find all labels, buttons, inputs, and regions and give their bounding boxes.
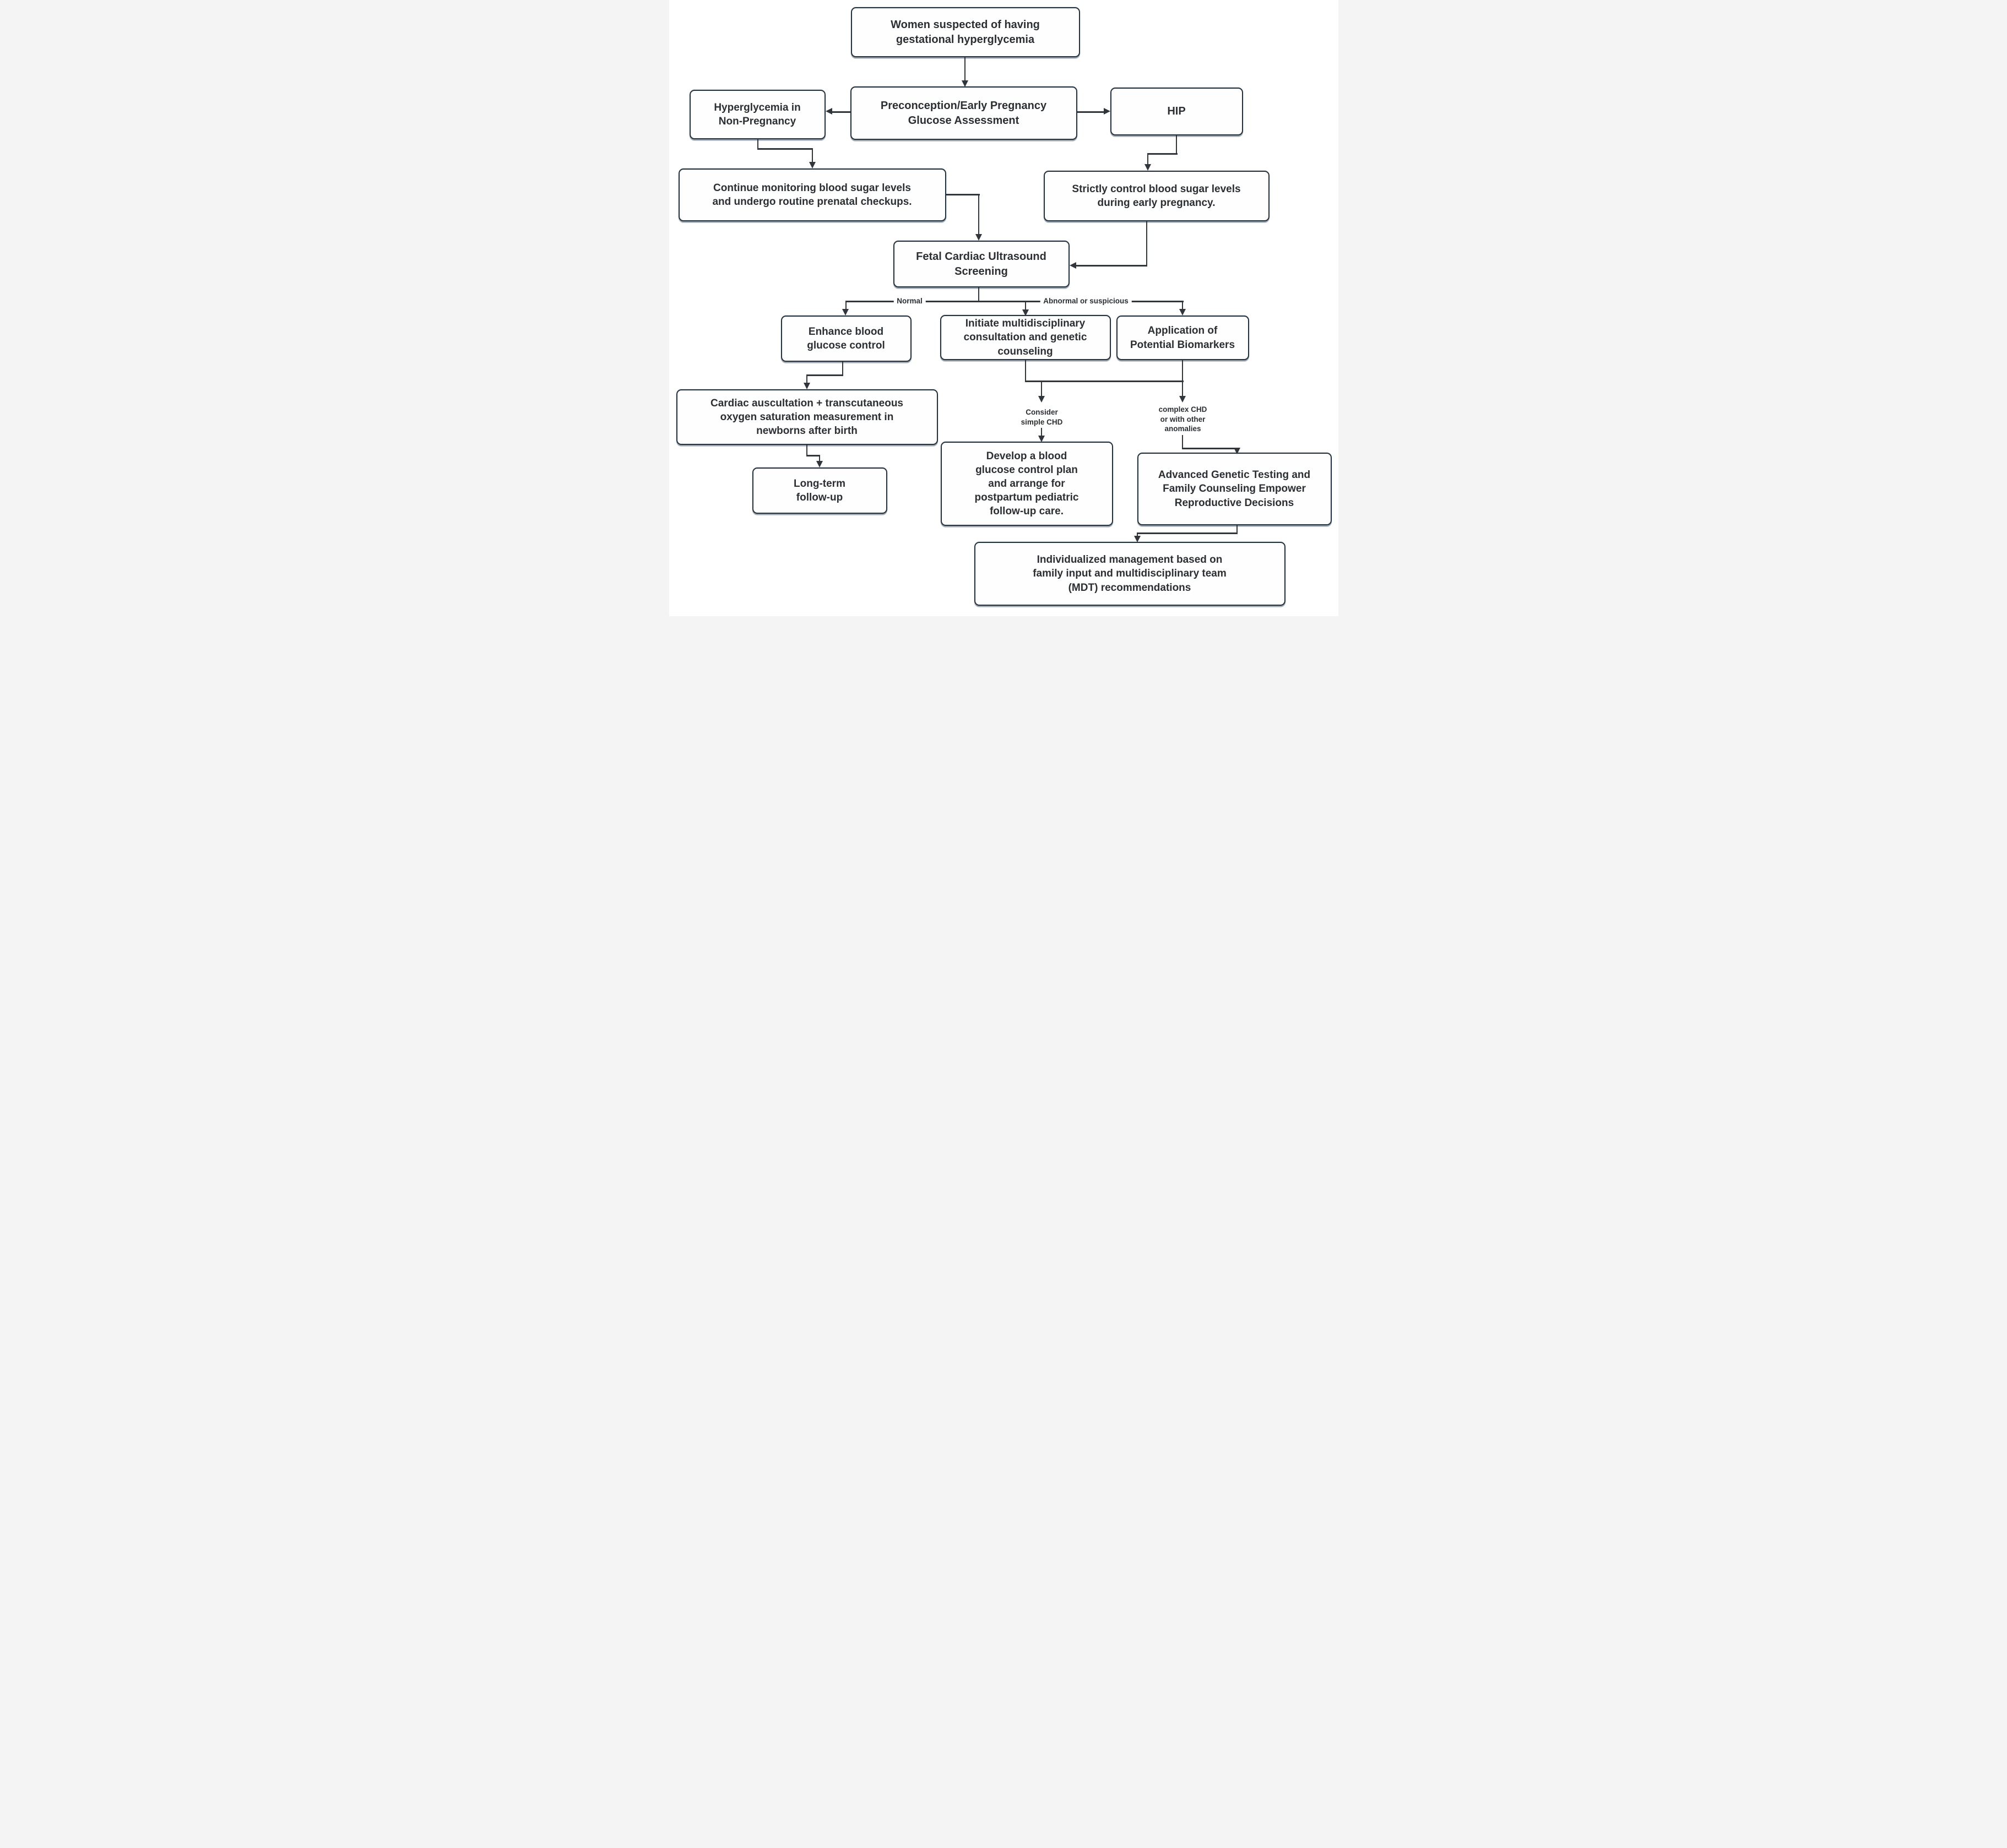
node-application-biomarkers: Application of Potential Biomarkers: [1116, 316, 1249, 360]
connector-complex-chd-across-line: [1181, 448, 1237, 449]
arrow-left-icon: [1069, 262, 1076, 269]
connector-branch-to-application-line: [1181, 301, 1183, 310]
node-label: HIP: [1167, 105, 1186, 118]
node-develop-plan: Develop a blood glucose control plan and…: [940, 442, 1113, 526]
connector-women-to-preconception-line: [964, 57, 965, 81]
arrow-down-icon: [1179, 309, 1186, 316]
arrow-down-icon: [961, 80, 968, 87]
flowchart-canvas: Women suspected of having gestational hy…: [669, 0, 1338, 616]
node-fetal-cardiac-screening: Fetal Cardiac Ultrasound Screening: [893, 241, 1070, 287]
node-strictly-control: Strictly control blood sugar levels duri…: [1043, 171, 1270, 221]
connector-hip-across-line: [1147, 153, 1178, 155]
arrow-down-icon: [1038, 396, 1045, 403]
connector-continue-across-line: [946, 194, 980, 195]
connector-advanced-drop-line: [1136, 532, 1138, 537]
connector-hip-down-line: [1175, 135, 1177, 154]
edge-label-consider-simple-chd: Consider simple CHD: [1017, 407, 1066, 427]
connector-application-down-line: [1181, 360, 1183, 382]
node-women-suspected: Women suspected of having gestational hy…: [850, 7, 1080, 57]
node-label: Long-term follow-up: [794, 477, 845, 503]
node-continue-monitoring: Continue monitoring blood sugar levels a…: [678, 169, 946, 221]
connector-strictly-across-line: [1076, 265, 1147, 267]
connector-cardiac-drop-line: [818, 455, 820, 462]
node-label: Women suspected of having gestational hy…: [891, 19, 1040, 46]
node-label: Strictly control blood sugar levels duri…: [1072, 183, 1241, 209]
arrow-down-icon: [975, 234, 982, 241]
connector-strictly-down-line: [1146, 221, 1147, 266]
connector-preconception-to-nonpregnancy-line: [831, 111, 850, 113]
arrow-down-icon: [1233, 448, 1240, 454]
connector-enhance-down-line: [842, 362, 843, 376]
node-individualized-management: Individualized management based on famil…: [974, 542, 1285, 606]
connector-simple-chd-to-develop-line: [1040, 428, 1042, 437]
node-label: Individualized management based on famil…: [1033, 554, 1227, 594]
connector-branch-to-enhance-line: [845, 301, 847, 310]
node-label: Hyperglycemia in Non-Pregnancy: [714, 101, 801, 127]
arrow-down-icon: [1038, 436, 1045, 442]
connector-continue-drop-line: [978, 194, 979, 235]
arrow-left-icon: [825, 108, 832, 115]
connector-cardiac-down-line: [806, 445, 807, 456]
node-advanced-genetic-testing: Advanced Genetic Testing and Family Coun…: [1137, 453, 1332, 525]
arrow-down-icon: [842, 309, 849, 316]
connector-nonpregnancy-drop-line: [811, 148, 813, 163]
connector-nonpregnancy-across-line: [757, 148, 813, 150]
node-label: Preconception/Early Pregnancy Glucose As…: [880, 100, 1047, 127]
node-initiate-consultation: Initiate multidisciplinary consultation …: [940, 315, 1111, 360]
connector-cardiac-across-line: [806, 455, 820, 456]
node-long-term-follow-up: Long-term follow-up: [752, 468, 887, 514]
node-label: Develop a blood glucose control plan and…: [974, 450, 1079, 518]
node-label: Application of Potential Biomarkers: [1130, 325, 1235, 351]
arrow-down-icon: [1144, 164, 1151, 171]
node-label: Fetal Cardiac Ultrasound Screening: [916, 251, 1046, 278]
connector-branch-line: [845, 301, 1184, 302]
arrow-down-icon: [809, 162, 816, 169]
connector-fetal-down-line: [978, 287, 979, 302]
arrow-down-icon: [1022, 309, 1029, 316]
connector-to-complex-chd-line: [1181, 381, 1183, 397]
node-enhance-glucose-control: Enhance blood glucose control: [780, 316, 912, 362]
node-label: Initiate multidisciplinary consultation …: [963, 318, 1087, 357]
arrow-down-icon: [1133, 536, 1141, 542]
node-label: Cardiac auscultation + transcutaneous ox…: [710, 397, 903, 437]
connector-preconception-to-hip-line: [1077, 111, 1105, 113]
connector-enhance-drop-line: [806, 374, 807, 384]
connector-joint-bar-line: [1024, 381, 1184, 382]
connector-branch-to-initiate-line: [1024, 301, 1026, 312]
arrow-down-icon: [803, 383, 810, 389]
arrow-down-icon: [816, 461, 823, 468]
connector-advanced-across-line: [1136, 532, 1238, 534]
node-cardiac-auscultation: Cardiac auscultation + transcutaneous ox…: [676, 389, 938, 445]
edge-label-complex-chd: complex CHD or with other anomalies: [1155, 405, 1211, 434]
node-label: Enhance blood glucose control: [807, 325, 885, 351]
node-hip: HIP: [1110, 88, 1243, 135]
connector-nonpregnancy-down-line: [757, 139, 758, 149]
node-label: Continue monitoring blood sugar levels a…: [712, 182, 912, 208]
node-hyperglycemia-non-pregnancy: Hyperglycemia in Non-Pregnancy: [689, 90, 826, 139]
node-preconception-assessment: Preconception/Early Pregnancy Glucose As…: [850, 86, 1077, 140]
connector-complex-chd-down-line: [1181, 435, 1183, 449]
connector-to-simple-chd-line: [1040, 381, 1042, 397]
edge-label-normal: Normal: [893, 296, 926, 306]
connector-enhance-across-line: [806, 374, 843, 376]
node-label: Advanced Genetic Testing and Family Coun…: [1158, 469, 1311, 509]
connector-hip-drop-line: [1147, 153, 1148, 165]
connector-initiate-down-line: [1024, 360, 1026, 382]
arrow-right-icon: [1103, 108, 1110, 115]
arrow-down-icon: [1179, 396, 1186, 403]
connector-advanced-down-line: [1236, 525, 1238, 534]
edge-label-abnormal-or-suspicious: Abnormal or suspicious: [1040, 296, 1132, 306]
